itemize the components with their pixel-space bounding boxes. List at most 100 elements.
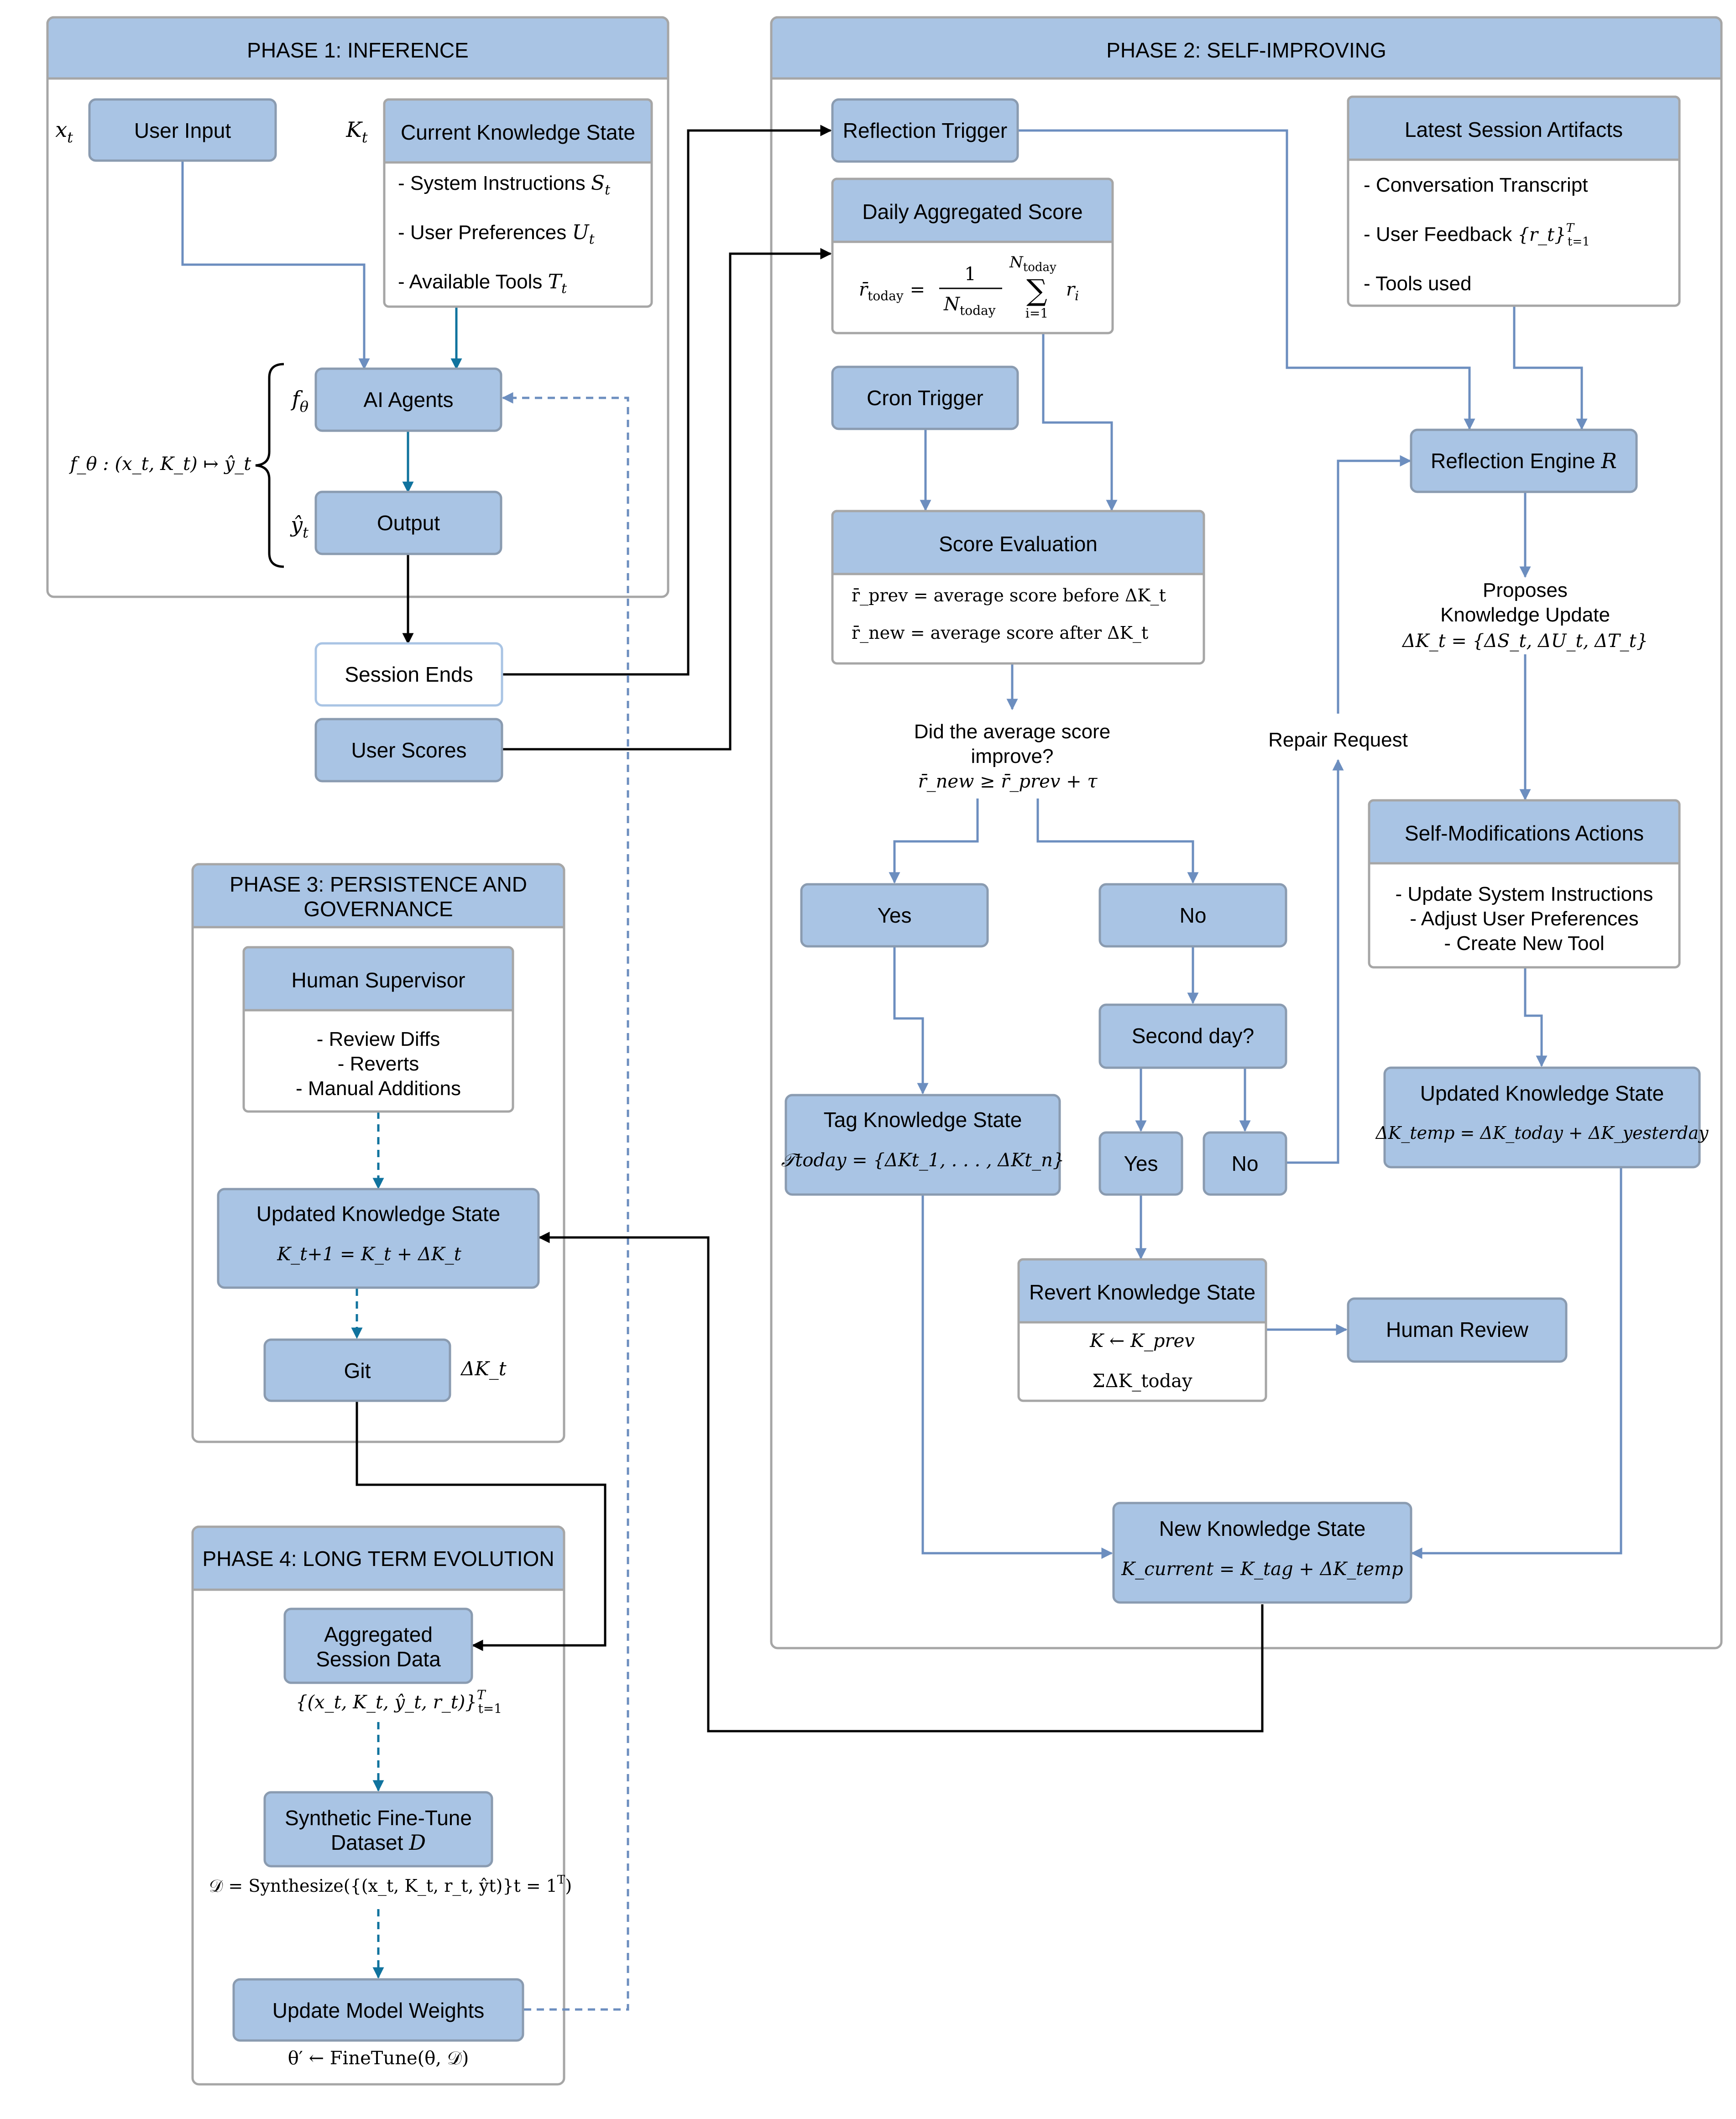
question-line2: improve? — [971, 745, 1054, 767]
session-ends-node[interactable]: Session Ends — [314, 642, 503, 707]
edge-repair-to-engine — [1337, 455, 1412, 714]
phase4-title: PHASE 4: LONG TERM EVOLUTION — [202, 1547, 554, 1571]
current-knowledge-node[interactable]: Current Knowledge State - System Instruc… — [383, 98, 653, 308]
edge-yes-to-tag — [893, 946, 929, 1095]
yes-node[interactable]: Yes — [800, 883, 989, 948]
revert-knowledge-title: Revert Knowledge State — [1029, 1280, 1255, 1304]
phase1-title: PHASE 1: INFERENCE — [247, 38, 469, 62]
yes2-label: Yes — [1124, 1152, 1158, 1175]
edge-selfmod-to-updated — [1524, 967, 1548, 1067]
mapping-brace — [255, 363, 284, 568]
updated-knowledge-temp-node[interactable]: Updated Knowledge State ΔK_temp = ΔK_tod… — [1375, 1066, 1709, 1169]
reflection-engine-node[interactable]: Reflection Engine R — [1410, 428, 1638, 493]
cron-trigger-node[interactable]: Cron Trigger — [831, 365, 1019, 430]
updated-knowledge-node[interactable]: Updated Knowledge State K_t+1 = K_t + ΔK… — [217, 1188, 540, 1289]
user-scores-node[interactable]: User Scores — [314, 718, 503, 783]
user-input-node[interactable]: User Input — [88, 98, 277, 162]
daily-score-node[interactable]: Daily Aggregated Score r̄today= 1 Ntoday… — [831, 177, 1114, 334]
updated-knowledge-formula: K_t+1 = K_t + ΔK_t — [277, 1244, 462, 1265]
phase3-title-line2: GOVERNANCE — [303, 897, 453, 921]
git-node[interactable]: Git — [263, 1338, 451, 1402]
cron-trigger-label: Cron Trigger — [867, 386, 983, 410]
reflection-trigger-label: Reflection Trigger — [843, 119, 1008, 142]
user-input-label: User Input — [134, 119, 231, 142]
yes2-node[interactable]: Yes — [1098, 1131, 1183, 1196]
git-delta-label: ΔK_t — [460, 1357, 507, 1380]
git-label: Git — [344, 1359, 371, 1383]
synthetic-line1: Synthetic Fine-Tune — [285, 1806, 472, 1830]
score-evaluation-title: Score Evaluation — [939, 532, 1098, 556]
edge-tag-to-newks — [921, 1195, 1113, 1559]
proposes-line1: Proposes — [1483, 579, 1568, 601]
edge-reflection-to-engine — [1018, 129, 1475, 430]
edge-updated-to-newks — [1411, 1168, 1622, 1559]
question-formula: r̄_new ≥ r̄_prev + τ — [918, 771, 1098, 792]
synthetic-line2: Dataset D — [331, 1830, 426, 1855]
supervisor-item-1: - Review Diffs — [317, 1028, 440, 1050]
svg-text:i=1: i=1 — [1025, 306, 1048, 321]
phase2-title: PHASE 2: SELF-IMPROVING — [1106, 38, 1386, 62]
self-mod-item-3: - Create New Tool — [1444, 932, 1604, 955]
reflection-trigger-node[interactable]: Reflection Trigger — [831, 98, 1019, 163]
self-mod-item-1: - Update System Instructions — [1396, 883, 1653, 905]
daily-score-title: Daily Aggregated Score — [862, 200, 1082, 224]
yes-label: Yes — [877, 903, 911, 927]
aggregated-line1: Aggregated — [324, 1623, 433, 1646]
revert-knowledge-node[interactable]: Revert Knowledge State K ← K_prev ΣΔK_to… — [1017, 1258, 1267, 1402]
session-ends-label: Session Ends — [345, 663, 473, 686]
synthetic-dataset-node[interactable]: Synthetic Fine-Tune Dataset D — [263, 1791, 493, 1868]
edge-input-to-agents — [181, 161, 370, 370]
update-weights-node[interactable]: Update Model Weights — [232, 1978, 524, 2042]
svg-text:ri: ri — [1066, 279, 1079, 303]
second-day-node[interactable]: Second day? — [1098, 1003, 1287, 1069]
tag-knowledge-formula: 𝒯today = {ΔKt_1, . . . , ΔKt_n} — [781, 1150, 1065, 1171]
revert-line-2: ΣΔK_today — [1092, 1371, 1192, 1392]
new-knowledge-formula: K_current = K_tag + ΔK_temp — [1121, 1559, 1403, 1580]
score-evaluation-node[interactable]: Score Evaluation r̄_prev = average score… — [831, 510, 1205, 665]
update-weights-formula: θ′ ← FineTune(θ, 𝒟) — [288, 2048, 469, 2069]
question-line1: Did the average score — [914, 720, 1110, 743]
svg-text:∑: ∑ — [1026, 274, 1047, 308]
edge-question-to-no — [1036, 799, 1199, 884]
updated-knowledge-temp-formula: ΔK_temp = ΔK_today + ΔK_yesterday — [1375, 1123, 1709, 1143]
proposes-line2: Knowledge Update — [1440, 604, 1610, 626]
edge-user-scores-to-daily — [502, 248, 832, 751]
no-node[interactable]: No — [1098, 883, 1287, 948]
second-day-label: Second day? — [1132, 1024, 1255, 1048]
no-label: No — [1180, 903, 1207, 927]
self-mod-item-2: - Adjust User Preferences — [1410, 908, 1638, 930]
repair-request-label: Repair Request — [1268, 729, 1408, 751]
supervisor-item-2: - Reverts — [338, 1053, 419, 1075]
phase3-title-line1: PHASE 3: PERSISTENCE AND — [230, 872, 527, 896]
score-eval-new: r̄_new = average score after ΔK_t — [852, 623, 1148, 643]
edge-git-to-aggregated — [356, 1401, 607, 1651]
score-eval-prev: r̄_prev = average score before ΔK_t — [852, 585, 1166, 606]
self-mod-title: Self-Modifications Actions — [1405, 821, 1644, 845]
edge-question-to-yes — [889, 799, 979, 884]
no2-node[interactable]: No — [1203, 1131, 1287, 1196]
daily-score-formula: r̄today= 1 Ntoday Ntoday ∑ i=1 ri — [859, 253, 1079, 321]
svg-text:Ntoday: Ntoday — [943, 294, 996, 318]
aggregated-session-node[interactable]: Aggregated Session Data — [283, 1608, 473, 1684]
x-t-label: xt — [55, 117, 73, 146]
svg-text:Ntoday: Ntoday — [1009, 253, 1056, 274]
human-supervisor-node[interactable]: Human Supervisor - Review Diffs - Revert… — [242, 946, 514, 1113]
output-node[interactable]: Output — [314, 491, 502, 555]
user-scores-label: User Scores — [351, 738, 466, 762]
ai-agents-node[interactable]: AI Agents — [314, 367, 502, 432]
svg-text:1: 1 — [964, 264, 976, 285]
knowledge-item-system: - System Instructions St — [398, 172, 611, 198]
new-knowledge-title: New Knowledge State — [1159, 1517, 1366, 1540]
human-supervisor-title: Human Supervisor — [292, 968, 465, 992]
self-modifications-node[interactable]: Self-Modifications Actions - Update Syst… — [1368, 799, 1681, 969]
artifact-transcript: - Conversation Transcript — [1364, 174, 1588, 196]
human-review-node[interactable]: Human Review — [1347, 1297, 1568, 1363]
new-knowledge-node[interactable]: New Knowledge State K_current = K_tag + … — [1112, 1502, 1412, 1604]
y-hat-label: ŷt — [290, 512, 309, 541]
edge-weights-to-agents — [502, 392, 629, 2011]
tag-knowledge-node[interactable]: Tag Knowledge State 𝒯today = {ΔKt_1, . .… — [781, 1094, 1065, 1196]
latest-artifacts-node[interactable]: Latest Session Artifacts - Conversation … — [1347, 95, 1681, 307]
human-review-label: Human Review — [1386, 1318, 1529, 1341]
synthetic-formula: 𝒟 = Synthesize({(x_t, K_t, r_t, ŷt)}t = … — [209, 1873, 572, 1896]
